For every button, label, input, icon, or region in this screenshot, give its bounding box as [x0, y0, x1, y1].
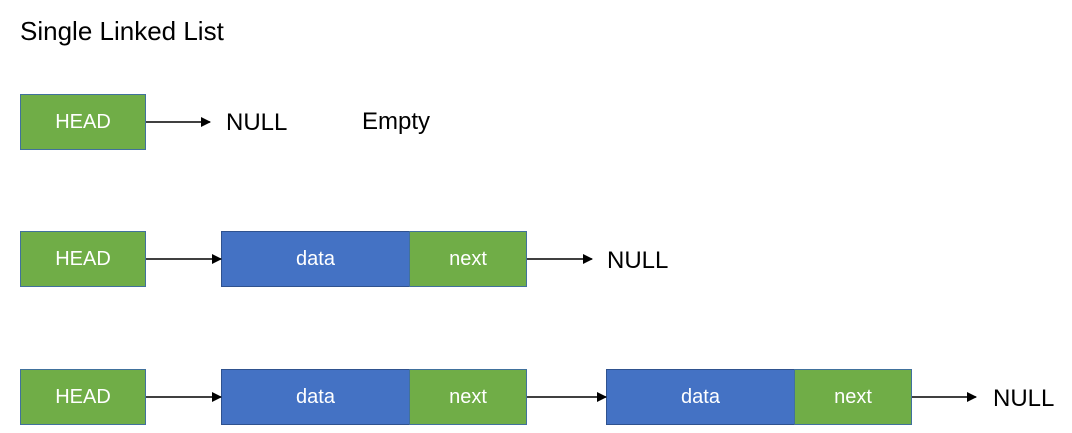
next-label: next	[449, 385, 487, 408]
node-next-cell: next	[794, 369, 912, 425]
null-label-row-1: NULL	[226, 109, 288, 136]
head-label: HEAD	[55, 385, 111, 408]
null-label-row-2: NULL	[607, 247, 669, 274]
node-data-cell: data	[221, 369, 410, 425]
head-box-row-1: HEAD	[20, 94, 146, 150]
head-box-row-2: HEAD	[20, 231, 146, 287]
head-label: HEAD	[55, 110, 111, 133]
data-label: data	[681, 385, 720, 408]
node-next-cell: next	[409, 231, 527, 287]
node-next-cell: next	[409, 369, 527, 425]
data-label: data	[296, 385, 335, 408]
empty-note: Empty	[362, 108, 431, 135]
head-label: HEAD	[55, 247, 111, 270]
data-label: data	[296, 247, 335, 270]
next-label: next	[834, 385, 872, 408]
null-label-row-3: NULL	[993, 385, 1055, 412]
next-label: next	[449, 247, 487, 270]
head-box-row-3: HEAD	[20, 369, 146, 425]
node-data-cell: data	[606, 369, 795, 425]
diagram-title: Single Linked List	[20, 16, 224, 46]
